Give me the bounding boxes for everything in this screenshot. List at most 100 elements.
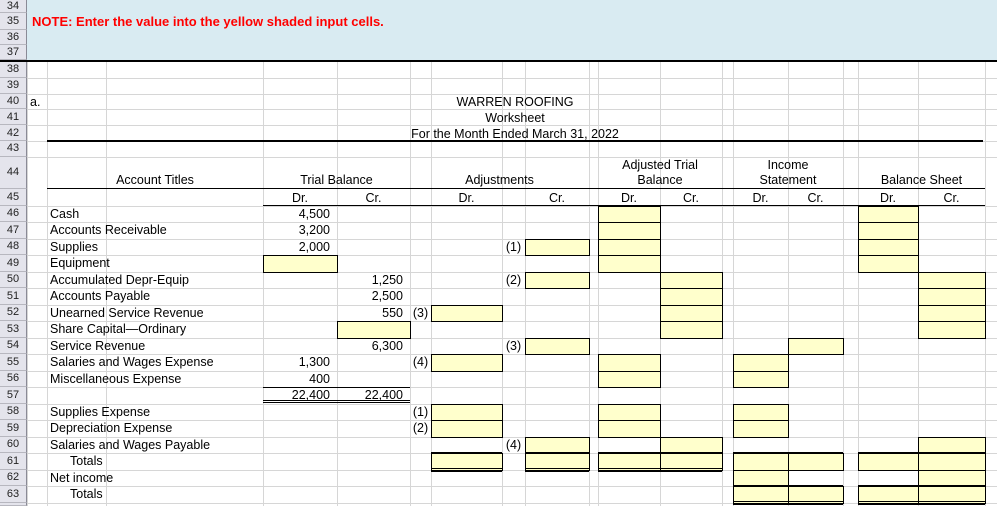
cell-r57-tb-cr: 22,400 (364, 388, 403, 402)
input-cell-r47-bs-dr[interactable] (858, 222, 919, 240)
input-cell-r49-atb-dr[interactable] (598, 255, 661, 273)
subheader-is-dr: Dr. (752, 190, 769, 205)
subheader-bs-cr: Cr. (943, 190, 960, 205)
input-cell-r46-bs-dr[interactable] (858, 205, 919, 223)
row-header-53[interactable]: 53 (0, 321, 27, 338)
row-header-60[interactable]: 60 (0, 436, 27, 453)
input-cell-r53-bs-cr[interactable] (918, 321, 986, 339)
adj-ref-r54-adj-cr: (3) (505, 338, 522, 353)
row-header-44[interactable]: 44 (0, 156, 27, 189)
input-cell-r55-is-dr[interactable] (733, 354, 789, 372)
input-cell-r50-adj-cr[interactable] (525, 271, 590, 289)
row-header-56[interactable]: 56 (0, 370, 27, 387)
input-cell-r59-atb-dr[interactable] (598, 420, 661, 438)
input-cell-r58-atb-dr[interactable] (598, 403, 661, 421)
cell-r55-tb-dr: 1,300 (298, 355, 330, 369)
input-cell-r49-bs-dr[interactable] (858, 255, 919, 273)
row-header-48[interactable]: 48 (0, 238, 27, 255)
cell-r52-tb-cr: 550 (382, 305, 403, 320)
account-title-r54: Service Revenue (50, 338, 146, 353)
row-header-50[interactable]: 50 (0, 271, 27, 288)
input-cell-r53-atb-cr[interactable] (660, 321, 723, 339)
cell-r56-tb-dr: 400 (309, 371, 330, 386)
subheader-atb-cr: Cr. (683, 190, 699, 205)
account-title-r51: Accounts Payable (50, 289, 151, 303)
row-header-46[interactable]: 46 (0, 205, 27, 222)
row-header-63[interactable]: 63 (0, 486, 27, 503)
cell-r57-tb-dr: 22,400 (291, 388, 330, 402)
input-cell-r54-adj-cr[interactable] (525, 337, 590, 355)
account-title-r58: Supplies Expense (50, 404, 151, 419)
input-cell-r61-bs-dr[interactable] (858, 453, 919, 471)
input-cell-r59-adj-dr[interactable] (431, 420, 503, 438)
cell-r48-tb-dr: 2,000 (298, 239, 330, 254)
row-header-36[interactable]: 36 (0, 29, 27, 45)
row-header-61[interactable]: 61 (0, 453, 27, 470)
input-cell-r61-is-cr[interactable] (788, 453, 844, 471)
row-header-40[interactable]: 40 (0, 93, 27, 110)
account-title-r56: Miscellaneous Expense (50, 371, 182, 386)
subheader-atb-dr: Dr. (621, 190, 637, 205)
adj-ref-r59-adj-dr: (2) (412, 421, 429, 435)
header-income-statement: Income Statement (759, 158, 817, 187)
row-header-35[interactable]: 35 (0, 13, 27, 30)
input-cell-r55-adj-dr[interactable] (431, 354, 503, 372)
row-header-43[interactable]: 43 (0, 141, 27, 157)
document-title: Worksheet (485, 111, 545, 125)
input-cell-r49-tb-dr[interactable] (263, 255, 338, 273)
input-cell-r59-is-dr[interactable] (733, 420, 789, 438)
row-header-49[interactable]: 49 (0, 255, 27, 272)
period-title: For the Month Ended March 31, 2022 (411, 127, 619, 141)
input-cell-r48-adj-cr[interactable] (525, 238, 590, 256)
input-cell-r56-atb-dr[interactable] (598, 370, 661, 388)
row-header-38[interactable]: 38 (0, 62, 27, 78)
input-cell-r51-bs-cr[interactable] (918, 288, 986, 306)
row-header-62[interactable]: 62 (0, 469, 27, 486)
subheader-tb-cr: Cr. (365, 190, 382, 205)
input-cell-r58-is-dr[interactable] (733, 403, 789, 421)
input-cell-r61-bs-cr[interactable] (918, 453, 986, 471)
input-cell-r51-atb-cr[interactable] (660, 288, 723, 306)
row-header-57[interactable]: 57 (0, 387, 27, 404)
input-cell-r54-is-cr[interactable] (788, 337, 844, 355)
subheader-bs-dr: Dr. (880, 190, 896, 205)
cell-r50-tb-cr: 1,250 (371, 272, 403, 287)
input-cell-r47-atb-dr[interactable] (598, 222, 661, 240)
row-header-partial (0, 502, 27, 506)
row-header-58[interactable]: 58 (0, 403, 27, 420)
row-header-34[interactable]: 34 (0, 0, 27, 13)
note-banner (27, 0, 997, 60)
account-title-r55: Salaries and Wages Expense (50, 355, 214, 369)
row-header-54[interactable]: 54 (0, 337, 27, 354)
input-cell-r50-atb-cr[interactable] (660, 271, 723, 289)
row-header-42[interactable]: 42 (0, 125, 27, 141)
header-balance-sheet: Balance Sheet (880, 173, 963, 187)
input-cell-r48-bs-dr[interactable] (858, 238, 919, 256)
input-cell-r48-atb-dr[interactable] (598, 238, 661, 256)
row-header-52[interactable]: 52 (0, 304, 27, 321)
row-header-47[interactable]: 47 (0, 222, 27, 239)
input-cell-r55-atb-dr[interactable] (598, 354, 661, 372)
input-cell-r52-atb-cr[interactable] (660, 304, 723, 322)
row-header-55[interactable]: 55 (0, 354, 27, 371)
adj-ref-r52-adj-dr: (3) (412, 305, 429, 320)
row-header-51[interactable]: 51 (0, 288, 27, 305)
account-title-r50: Accumulated Depr-Equip (50, 272, 189, 287)
account-title-r49: Equipment (50, 256, 110, 270)
row-header-45[interactable]: 45 (0, 189, 27, 206)
input-cell-r52-bs-cr[interactable] (918, 304, 986, 322)
cell-r47-tb-dr: 3,200 (298, 223, 330, 237)
row-header-41[interactable]: 41 (0, 109, 27, 126)
input-cell-r61-is-dr[interactable] (733, 453, 789, 471)
row-header-39[interactable]: 39 (0, 77, 27, 94)
input-cell-r58-adj-dr[interactable] (431, 403, 503, 421)
row-header-37[interactable]: 37 (0, 45, 27, 60)
row-header-59[interactable]: 59 (0, 420, 27, 437)
subheader-is-cr: Cr. (807, 190, 824, 205)
input-cell-r50-bs-cr[interactable] (918, 271, 986, 289)
input-cell-r46-atb-dr[interactable] (598, 205, 661, 223)
input-cell-r56-is-dr[interactable] (733, 370, 789, 388)
input-cell-r53-tb-cr[interactable] (337, 321, 411, 339)
input-cell-r52-adj-dr[interactable] (431, 304, 503, 322)
subheader-adj-cr: Cr. (549, 190, 565, 205)
